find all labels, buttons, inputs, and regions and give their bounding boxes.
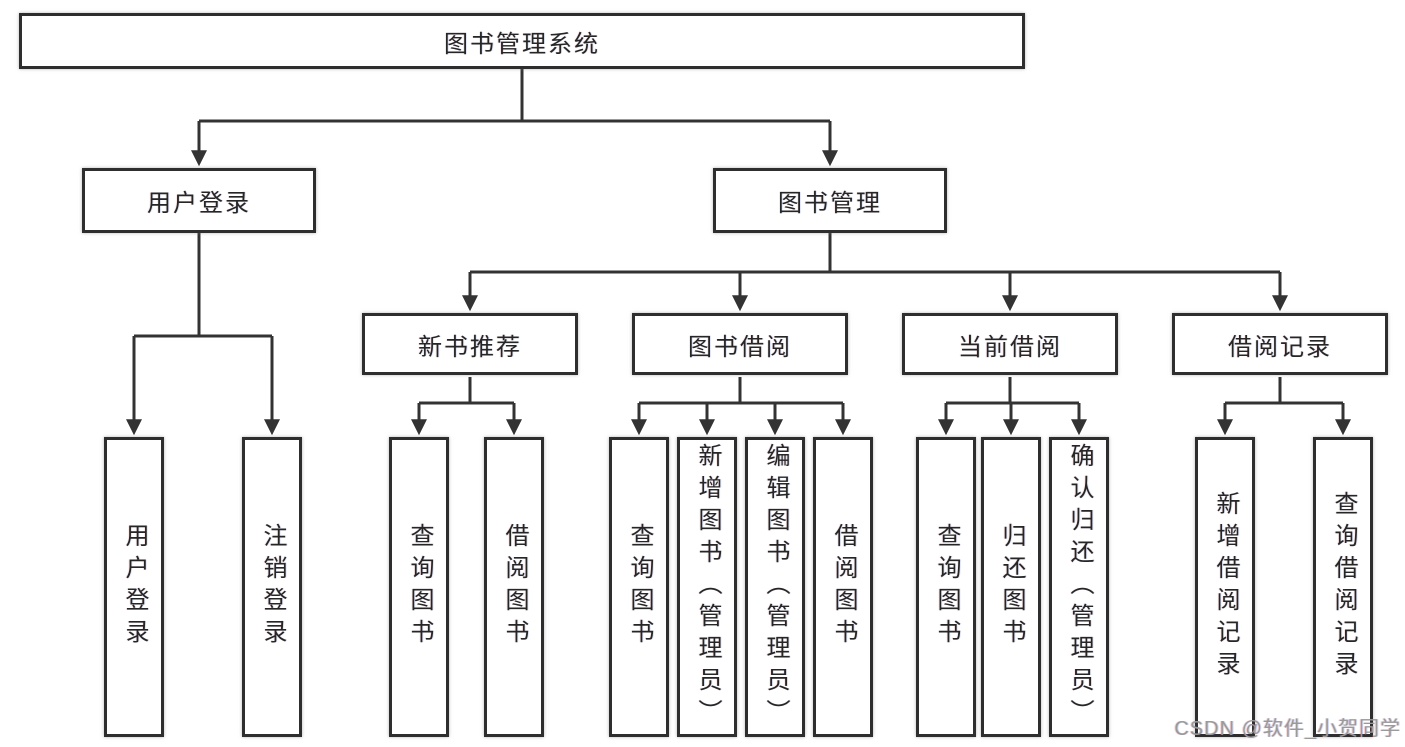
- leaf-bb-add-books-admin: 新增图书（管理员）: [677, 437, 737, 737]
- leaf-br-add-record: 新增借阅记录: [1195, 437, 1255, 737]
- node-root: 图书管理系统: [19, 13, 1025, 69]
- node-book-borrowing: 图书借阅: [632, 313, 848, 375]
- leaf-br-query-record: 查询借阅记录: [1313, 437, 1373, 737]
- node-borrowing-records: 借阅记录: [1172, 313, 1388, 375]
- leaf-cb-return-books: 归还图书: [981, 437, 1041, 737]
- leaf-cb-query-books: 查询图书: [916, 437, 976, 737]
- watermark: CSDN @软件_小贺同学: [1174, 718, 1401, 740]
- leaf-bb-query-books: 查询图书: [609, 437, 669, 737]
- leaf-bb-borrow-books: 借阅图书: [813, 437, 873, 737]
- leaf-user-login: 用户登录: [104, 437, 164, 737]
- leaf-nbr-borrow-books: 借阅图书: [484, 437, 544, 737]
- node-book-management: 图书管理: [713, 168, 947, 233]
- node-user-login: 用户登录: [82, 168, 316, 233]
- leaf-cb-confirm-return-admin: 确认归还（管理员）: [1049, 437, 1109, 737]
- node-current-borrowing: 当前借阅: [902, 313, 1118, 375]
- leaf-logout: 注销登录: [242, 437, 302, 737]
- leaf-bb-edit-books-admin: 编辑图书（管理员）: [745, 437, 805, 737]
- leaf-nbr-query-books: 查询图书: [389, 437, 449, 737]
- node-new-book-recommendation: 新书推荐: [362, 313, 578, 375]
